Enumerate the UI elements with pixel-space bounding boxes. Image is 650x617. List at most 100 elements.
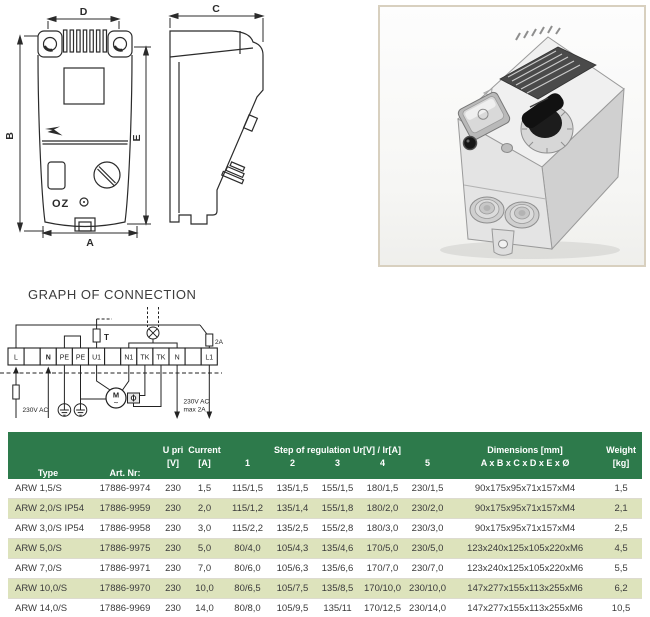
col-header-step-4: 4 xyxy=(360,456,405,479)
terminal-label: PE xyxy=(76,355,86,362)
table-row: ARW 3,0/S IP54 17886-9958 230 3,0 115/2,… xyxy=(8,519,643,539)
cell-step3: 135/4,6 xyxy=(321,543,354,554)
cell-type: ARW 10,0/S xyxy=(15,583,68,594)
col-header-type: Type xyxy=(8,432,88,479)
terminal-label: U1 xyxy=(92,355,101,362)
product-photo-frame xyxy=(378,5,646,267)
col-header-step-3: 3 xyxy=(315,456,360,479)
cell-dimensions: 90x175x95x71x157xM4 xyxy=(474,483,576,494)
table-row: ARW 14,0/S 17886-9969 230 14,0 80/8,0 10… xyxy=(8,599,642,617)
col-header-u-pri: U pri xyxy=(162,432,184,456)
cell-dimensions: 90x175x95x71x157xM4 xyxy=(474,503,576,514)
cell-step4: 170/10,0 xyxy=(364,583,401,594)
side-view xyxy=(169,30,264,225)
cell-current: 14,0 xyxy=(195,603,214,614)
cell-type: ARW 3,0/S IP54 xyxy=(15,523,84,534)
mounting-tab xyxy=(491,228,515,256)
dim-label-b: B xyxy=(4,132,16,140)
lamp-icon xyxy=(146,326,160,340)
body-outline xyxy=(37,54,133,228)
cell-current: 3,0 xyxy=(197,523,212,534)
terminal-label: TK xyxy=(157,355,166,362)
rating-plate xyxy=(499,46,597,100)
dim-label-a: A xyxy=(86,237,94,249)
side-outline xyxy=(169,30,264,225)
pe-bridge xyxy=(63,335,81,348)
motor-wave-label: ~ xyxy=(114,399,119,408)
earth-ground-icon xyxy=(57,365,72,417)
cell-step5: 230/14,0 xyxy=(409,603,447,614)
arrow-in-n xyxy=(45,366,52,374)
cell-dimensions: 90x175x95x71x157xM4 xyxy=(474,523,576,534)
cell-weight: 2,1 xyxy=(614,503,628,514)
cell-u: 230 xyxy=(165,523,181,534)
table-row: ARW 2,0/S IP54 17886-9959 230 2,0 115/1,… xyxy=(8,498,643,519)
vent-slats xyxy=(62,29,108,53)
cell-step5: 230/10,0 xyxy=(409,583,447,594)
cell-step5: 230/2,0 xyxy=(411,503,444,514)
cell-u: 230 xyxy=(165,483,181,494)
cell-step5: 230/1,5 xyxy=(411,483,444,494)
dim-label-e: E xyxy=(131,134,143,141)
cell-step2: 135/1,4 xyxy=(276,503,309,514)
photo-shadow xyxy=(440,241,620,259)
cell-type: ARW 1,5/S xyxy=(15,483,62,494)
cell-dimensions: 123x240x125x105x220xM6 xyxy=(466,543,584,554)
cell-dimensions: 147x277x155x113x255xM6 xyxy=(467,603,583,614)
cell-art: 17886-9970 xyxy=(99,583,151,594)
cell-weight: 5,5 xyxy=(614,563,628,574)
cell-art: 17886-9971 xyxy=(99,563,151,574)
cell-weight: 4,5 xyxy=(614,543,628,554)
cell-step5: 230/3,0 xyxy=(411,523,444,534)
col-header-step-1: 1 xyxy=(225,456,270,479)
cell-step2: 135/2,5 xyxy=(276,523,309,534)
cell-step3: 155/1,8 xyxy=(321,503,354,514)
cell-step1: 80/6,0 xyxy=(234,563,261,574)
cell-art: 17886-9975 xyxy=(99,543,151,554)
side-gland xyxy=(220,161,246,185)
cell-step4: 180/1,5 xyxy=(366,483,399,494)
cell-step4: 170/5,0 xyxy=(366,543,399,554)
cell-weight: 10,5 xyxy=(611,603,631,614)
cell-step2: 105/6,3 xyxy=(276,563,309,574)
table-row: ARW 5,0/S 17886-9975 230 5,0 80/4,0 105/… xyxy=(8,538,643,559)
cell-step1: 115/1,5 xyxy=(232,483,263,494)
front-panel-text: OZ xyxy=(52,198,69,210)
cell-art: 17886-9974 xyxy=(99,483,151,494)
cable-gland-2 xyxy=(504,201,540,229)
connection-title: GRAPH OF CONNECTION xyxy=(28,287,197,302)
rotary-knob xyxy=(520,93,574,154)
arrow-out-n xyxy=(174,411,180,419)
cell-step3: 155/1,5 xyxy=(321,483,354,494)
col-header-dimensions-sub: A x B x C x D x E x Ø xyxy=(450,456,601,479)
col-header-weight-unit: [kg] xyxy=(600,456,643,479)
terminal-label: N xyxy=(46,355,51,362)
front-slot xyxy=(47,161,66,190)
cell-step1: 80/6,5 xyxy=(234,583,261,594)
cell-u: 230 xyxy=(165,563,181,574)
cell-step1: 80/8,0 xyxy=(234,603,261,614)
cell-step4: 180/3,0 xyxy=(366,523,399,534)
arrow-in-l xyxy=(13,366,19,374)
earth-ground-icon-2 xyxy=(73,365,106,417)
cell-step3: 155/2,8 xyxy=(321,523,354,534)
cell-step3: 135/6,6 xyxy=(321,563,354,574)
cell-type: ARW 2,0/S IP54 xyxy=(15,503,84,514)
knob-outline xyxy=(93,161,121,189)
cell-u: 230 xyxy=(165,583,181,594)
terminal-label: N1 xyxy=(124,355,133,362)
cell-step4: 170/7,0 xyxy=(366,563,399,574)
cell-art: 17886-9958 xyxy=(99,523,151,534)
output-current-label: max 2A xyxy=(184,407,207,414)
cell-step2: 135/1,5 xyxy=(276,483,309,494)
panel-hole xyxy=(501,143,513,153)
cell-current: 10,0 xyxy=(195,583,214,594)
col-header-step-2: 2 xyxy=(270,456,315,479)
cell-type: ARW 14,0/S xyxy=(15,603,68,614)
fuse-2a-icon xyxy=(205,333,214,347)
front-view xyxy=(37,29,133,232)
output-voltage-label: 230V AC xyxy=(184,399,210,406)
mounting-ear-left xyxy=(37,30,63,58)
arrow-out-l1 xyxy=(206,411,213,419)
